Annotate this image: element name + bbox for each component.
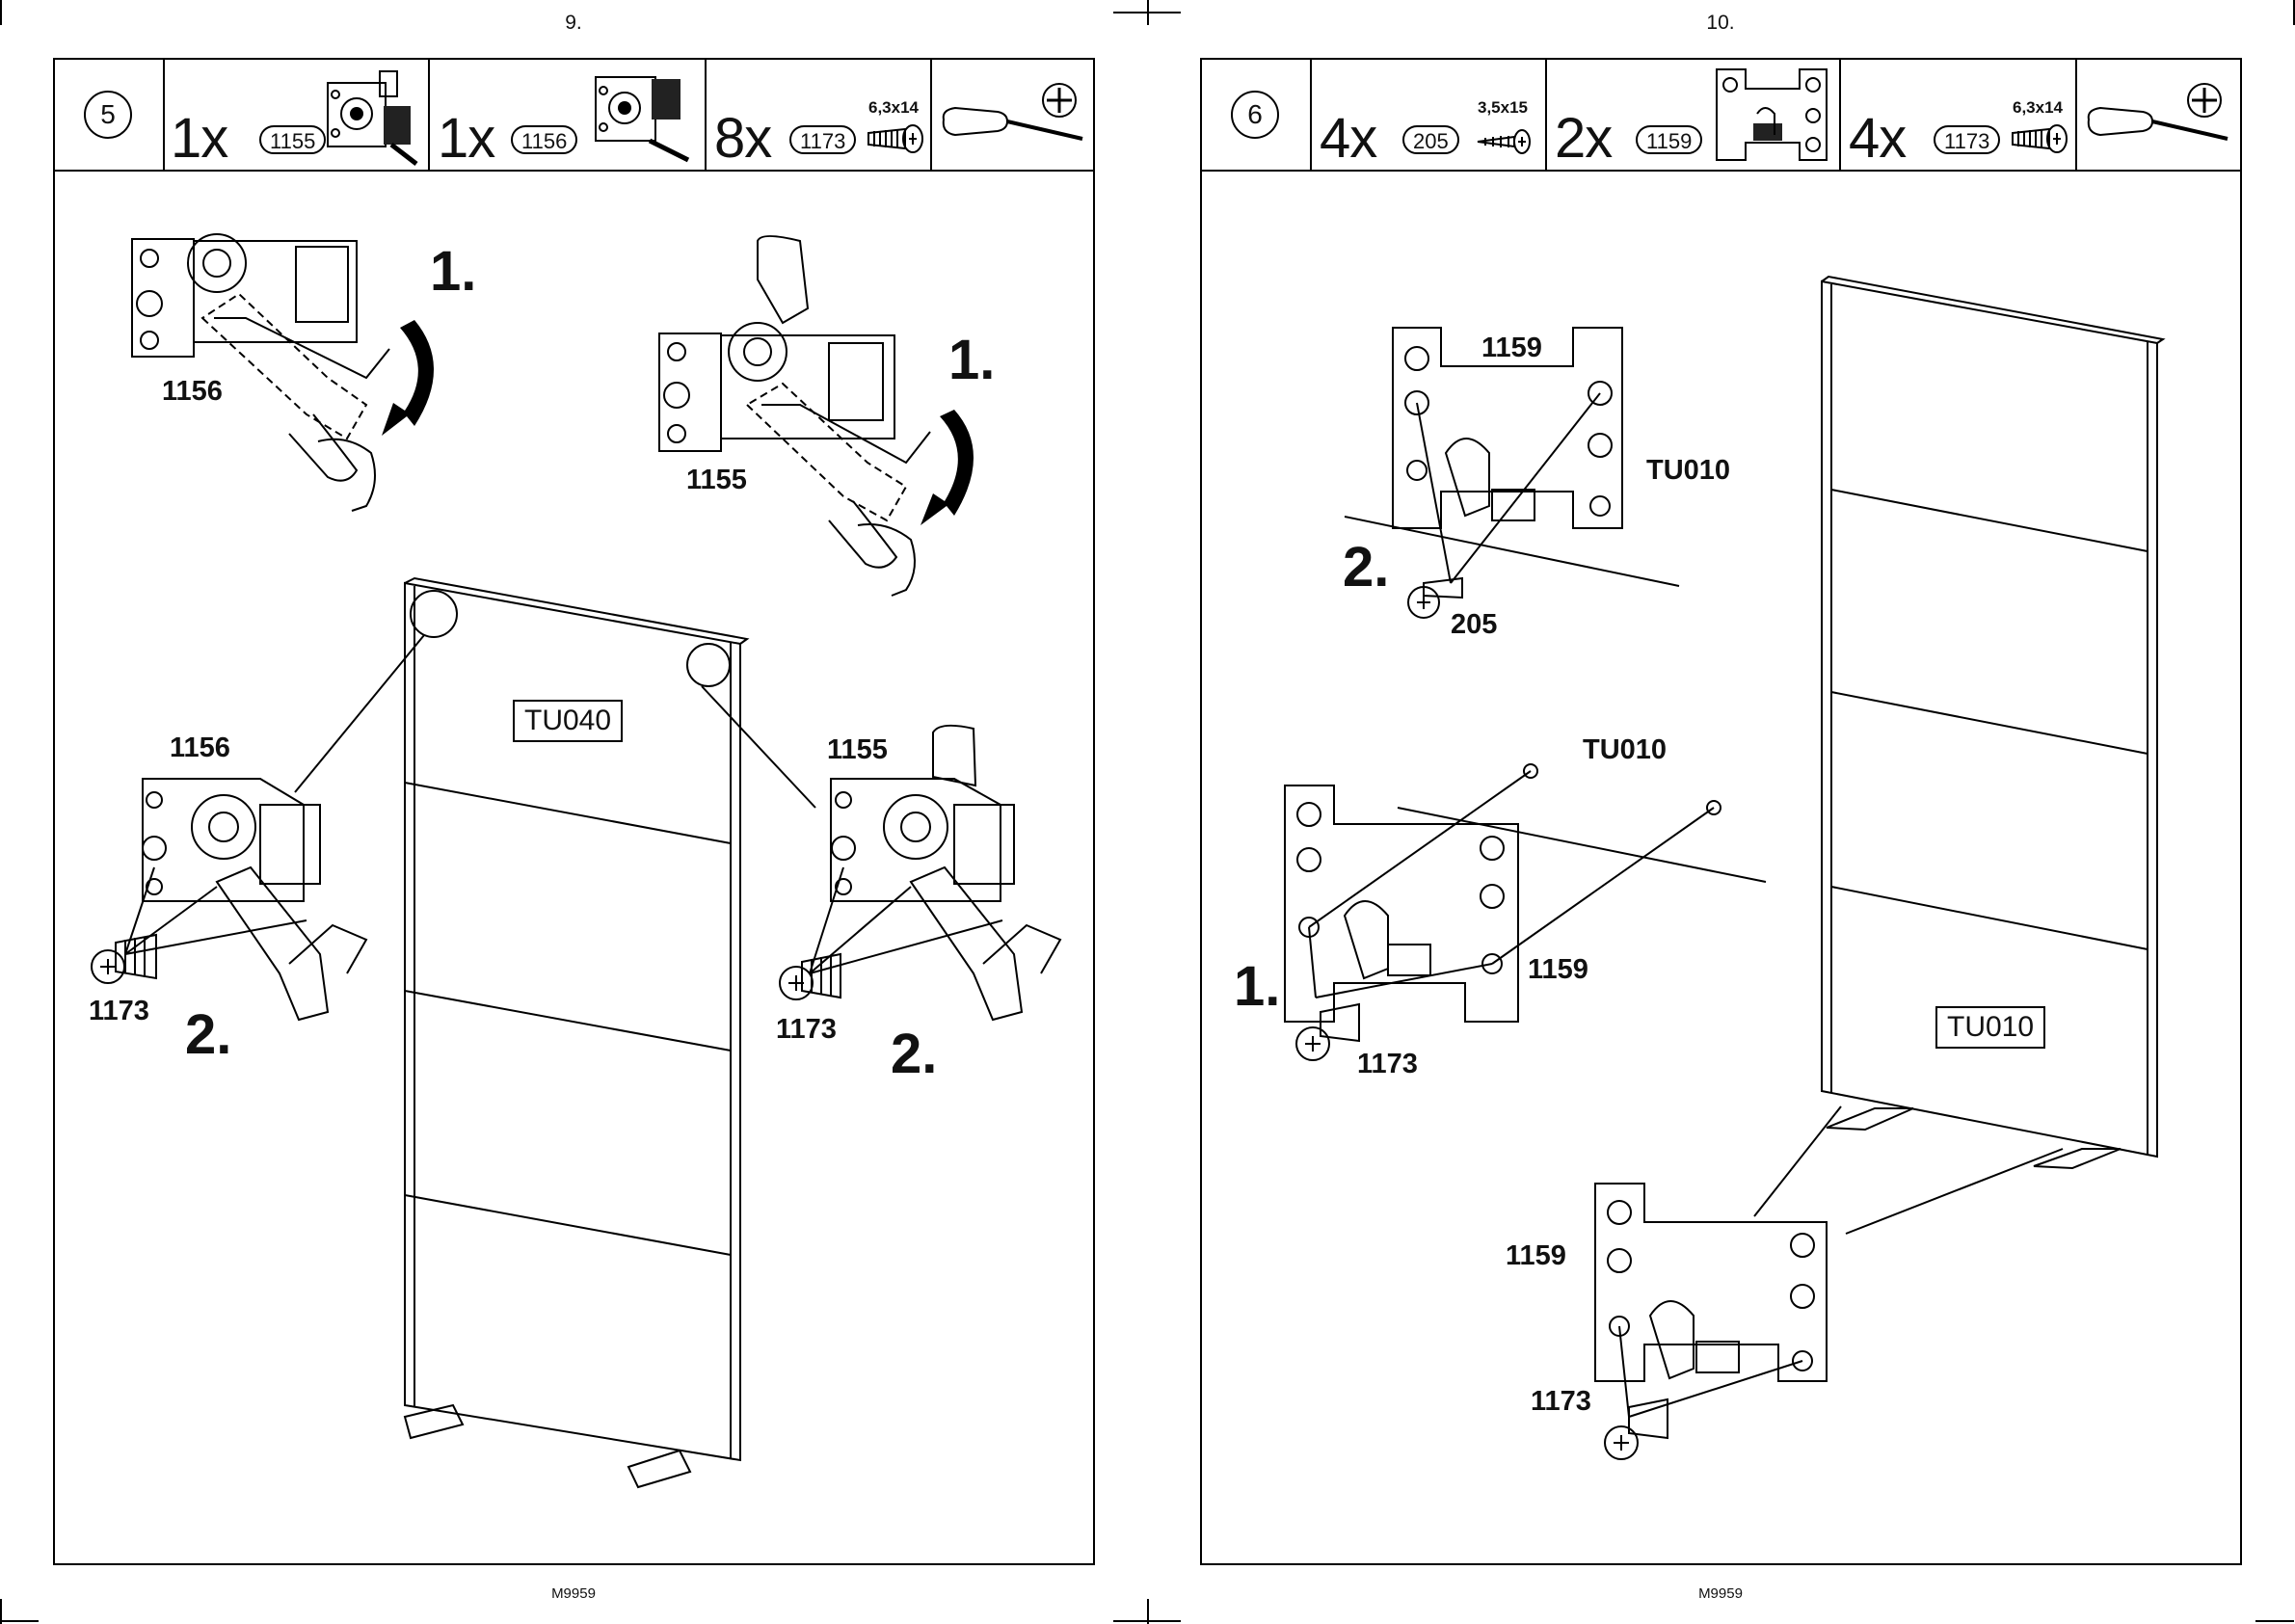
substep-number: 2. <box>1343 535 1389 599</box>
part-label: 1159 <box>1481 333 1542 364</box>
screw-label: 1173 <box>1357 1049 1418 1080</box>
part-label: 1159 <box>1506 1240 1566 1272</box>
screw-label: 1173 <box>1531 1386 1591 1418</box>
panel-label: TU010 <box>1646 455 1730 487</box>
part-label: 1159 <box>1528 954 1588 986</box>
screw-label: 205 <box>1451 609 1497 641</box>
panel-label: TU010 <box>1935 1006 2045 1049</box>
substep-number: 1. <box>1234 954 1280 1019</box>
panel-label: TU010 <box>1583 734 1667 766</box>
